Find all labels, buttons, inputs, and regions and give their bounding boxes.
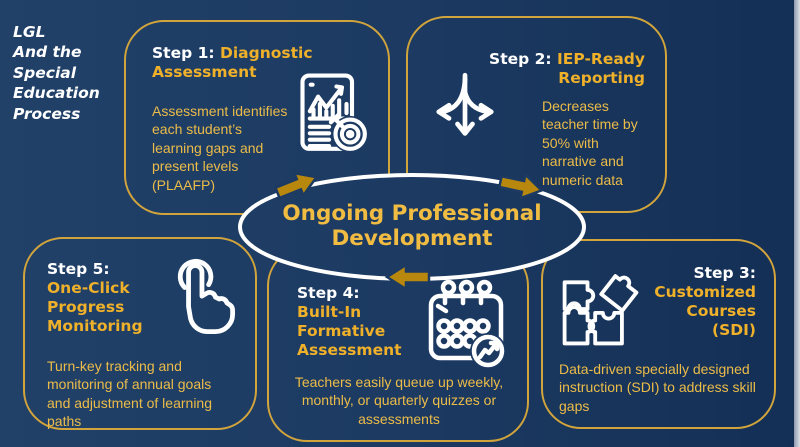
calendar-quiz-icon [428,279,506,369]
step5-heading-title: One-Click Progress Monitoring [47,278,143,335]
step2-heading-title: IEP-Ready Reporting [557,50,645,87]
step5-body: Turn-key tracking and monitoring of annu… [47,358,212,430]
step5-icon-wrap [155,253,247,345]
step4-heading-title: Built-In Formative Assessment [297,302,402,359]
step3-heading: Step 3: Customized Courses (SDI) [648,264,756,340]
step4-body: Teachers easily queue up weekly, monthly… [294,374,504,427]
branching-arrows-icon [436,72,494,136]
step1-heading: Step 1: Diagnostic Assessment [152,44,352,82]
step3-heading-title: Customized Courses (SDI) [654,282,756,339]
step1-body: Assessment identifies each student’s lea… [152,103,288,193]
step2-card: Step 2: IEP-Ready Reporting Decreases te… [406,16,667,213]
step4-heading: Step 4: Built-In Formative Assessment [297,284,407,360]
page-title: LGL And the Special Education Process [13,23,100,123]
step4-card: Step 4: Built-In Formative Assessment Te… [267,246,529,442]
one-click-icon [177,258,236,334]
step1-card: Step 1: Diagnostic Assessment Assessment… [124,20,390,215]
cycle-center-label: Ongoing Professional Development [282,201,542,252]
chart-report-icon [300,73,369,153]
step5-heading: Step 5: One-Click Progress Monitoring [47,260,159,336]
window-edge [794,0,800,447]
step3-card: Step 3: Customized Courses (SDI) Data-dr… [541,239,776,429]
puzzle-pieces-icon [562,274,639,346]
step1-heading-title: Diagnostic Assessment [152,44,313,81]
step2-body: Decreases teacher time by 50% with narra… [542,98,638,188]
step1-heading-prefix: Step 1: [152,44,220,62]
step1-icon-wrap [286,70,374,158]
step3-icon-wrap [553,267,645,353]
step4-icon-wrap [417,276,513,372]
step2-heading-prefix: Step 2: [489,50,558,68]
step5-heading-prefix: Step 5: [47,260,110,278]
step5-card: Step 5: One-Click Progress Monitoring Tu… [23,237,257,430]
step2-icon-wrap [420,64,510,154]
step3-heading-prefix: Step 3: [693,264,756,282]
step3-body: Data-driven specially designed instructi… [559,361,756,414]
step4-heading-prefix: Step 4: [297,284,360,302]
step2-heading: Step 2: IEP-Ready Reporting [460,50,645,88]
